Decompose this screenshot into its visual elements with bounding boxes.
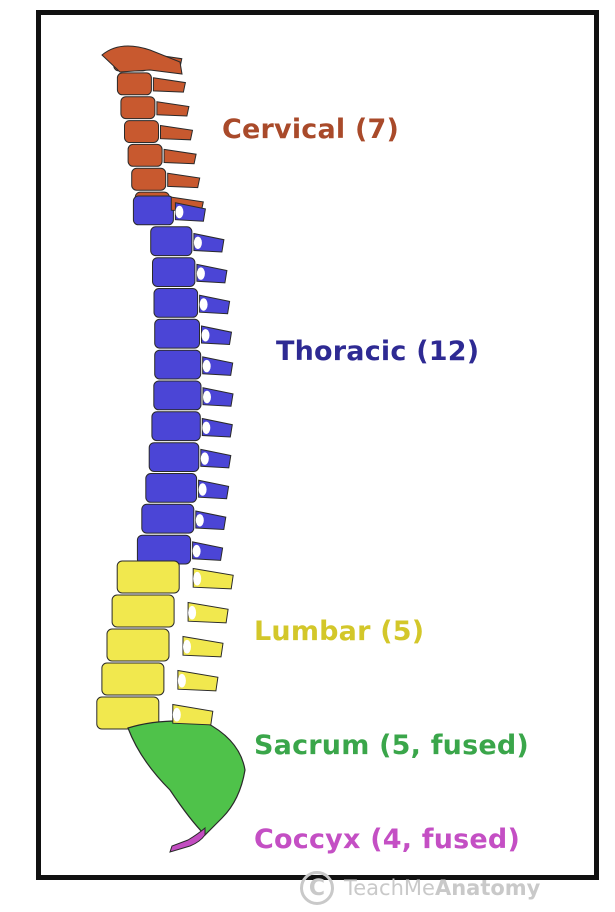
sacrum — [128, 721, 245, 835]
label-cervical: Cervical (7) — [222, 114, 399, 145]
lumbar-foramen — [178, 674, 186, 688]
cervical-vertebral-body — [125, 121, 159, 143]
thoracic-vertebral-body — [142, 504, 194, 533]
label-sacrum: Sacrum (5, fused) — [254, 730, 529, 761]
cervical-process — [168, 173, 200, 187]
cervical-process — [153, 78, 185, 92]
thoracic-foramen — [203, 391, 211, 403]
thoracic-foramen — [197, 267, 205, 279]
label-coccyx: Coccyx (4, fused) — [254, 824, 520, 855]
cervical-vertebral-body — [121, 97, 155, 119]
cervical-vertebral-body — [117, 73, 151, 95]
thoracic-vertebral-body — [155, 350, 201, 379]
thoracic-vertebral-body — [137, 535, 190, 564]
watermark-prefix: TeachMe — [344, 876, 435, 900]
thoracic-vertebral-body — [154, 381, 201, 410]
thoracic-foramen — [175, 206, 183, 218]
thoracic-foramen — [203, 360, 211, 372]
coccyx — [170, 828, 205, 852]
thoracic-foramen — [199, 483, 207, 495]
cervical-process — [164, 149, 196, 163]
lumbar-vertebral-body — [117, 561, 179, 593]
thoracic-vertebral-body — [133, 196, 173, 225]
thoracic-foramen — [194, 237, 202, 249]
label-lumbar: Lumbar (5) — [254, 616, 424, 647]
thoracic-foramen — [196, 514, 204, 526]
cervical-vertebral-body — [132, 168, 166, 190]
thoracic-vertebral-body — [151, 227, 192, 256]
cervical-vertebral-body — [128, 144, 162, 166]
thoracic-vertebral-body — [146, 474, 197, 503]
thoracic-foramen — [200, 298, 208, 310]
watermark-suffix: Anatomy — [435, 876, 540, 900]
thoracic-foramen — [201, 452, 209, 464]
lumbar-foramen — [183, 640, 191, 654]
label-thoracic: Thoracic (12) — [276, 336, 479, 367]
lumbar-vertebral-body — [107, 629, 169, 661]
lumbar-vertebral-body — [112, 595, 174, 627]
thoracic-vertebral-body — [154, 289, 198, 318]
atlas — [102, 46, 182, 74]
thoracic-foramen — [202, 422, 210, 434]
copyright-icon: C — [300, 871, 334, 905]
cervical-process — [157, 102, 189, 116]
lumbar-foramen — [193, 572, 201, 586]
cervical-process — [161, 126, 193, 140]
lumbar-foramen — [188, 606, 196, 620]
thoracic-vertebral-body — [152, 412, 200, 441]
lumbar-foramen — [173, 708, 181, 722]
thoracic-vertebral-body — [149, 443, 199, 472]
thoracic-vertebral-body — [155, 319, 200, 348]
thoracic-foramen — [193, 545, 201, 557]
lumbar-vertebral-body — [102, 663, 164, 695]
spine-segments — [97, 49, 245, 852]
thoracic-vertebral-body — [153, 258, 195, 287]
thoracic-foramen — [202, 329, 210, 341]
